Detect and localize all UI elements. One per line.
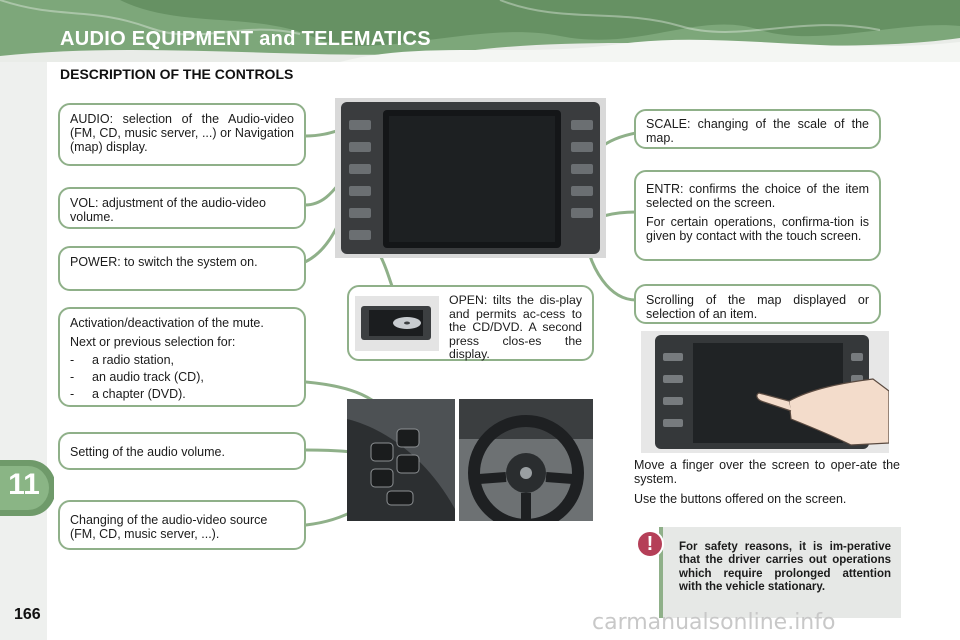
power-button-callout: POWER: to switch the system on.: [58, 246, 306, 291]
safety-warning-text: For safety reasons, it is im-perative th…: [679, 541, 891, 593]
audio-button-callout: AUDIO: selection of the Audio-video (FM,…: [58, 103, 306, 166]
source-description: Changing of the audio-video source (FM, …: [70, 513, 268, 541]
selection-list: -a radio station, -an audio track (CD), …: [70, 353, 294, 401]
watermark: carmanualsonline.info: [592, 610, 836, 635]
steering-wheel-image: [459, 399, 593, 521]
scale-description: SCALE: changing of the scale of the map.: [646, 117, 869, 145]
head-unit-image: [335, 98, 606, 258]
list-item: - an audio track (CD),: [70, 370, 294, 384]
page-title: AUDIO EQUIPMENT and TELEMATICS: [60, 28, 431, 50]
open-button-callout: OPEN: tilts the dis-play and permits ac-…: [347, 285, 594, 361]
chapter-tab: [0, 460, 54, 516]
mute-control-callout: Activation/deactivation of the mute. Nex…: [58, 307, 306, 407]
section-heading: DESCRIPTION OF THE CONTROLS: [60, 66, 294, 82]
header-banner: [0, 0, 960, 62]
entr-button-callout: ENTR: confirms the choice of the item se…: [634, 170, 881, 261]
audio-description: AUDIO: selection of the Audio-video (FM,…: [70, 112, 294, 154]
tilted-display-image: [355, 296, 439, 351]
warning-icon: !: [636, 530, 664, 558]
steering-controls-closeup-image: [347, 399, 455, 521]
power-description: POWER: to switch the system on.: [70, 255, 258, 269]
scale-button-callout: SCALE: changing of the scale of the map.: [634, 109, 881, 149]
volume-setting-callout: Setting of the audio volume.: [58, 432, 306, 470]
list-item-text: a chapter (DVD).: [92, 387, 186, 401]
touch-screen-caption: Move a finger over the screen to oper-at…: [634, 458, 900, 506]
chapter-number: 11: [8, 468, 40, 501]
vol-button-callout: VOL: adjustment of the audio-video volum…: [58, 187, 306, 229]
mute-description: Activation/deactivation of the mute.: [70, 316, 264, 330]
list-item: - a chapter (DVD).: [70, 387, 294, 401]
list-item-text: a radio station,: [92, 353, 174, 367]
volume-setting-description: Setting of the audio volume.: [70, 445, 225, 459]
list-item-text: an audio track (CD),: [92, 370, 204, 384]
touch-screen-image: [641, 331, 889, 453]
vol-description: VOL: adjustment of the audio-video volum…: [70, 196, 266, 224]
list-dash: -: [70, 353, 75, 367]
touch-instruction-1: Move a finger over the screen to oper-at…: [634, 458, 900, 487]
safety-warning: For safety reasons, it is im-perative th…: [659, 527, 901, 618]
next-previous-description: Next or previous selection for:: [70, 335, 236, 349]
page-number: 166: [14, 606, 41, 623]
left-margin-strip: [0, 62, 47, 640]
confirmation-description: For certain operations, confirma-tion is…: [646, 215, 869, 243]
entr-description: ENTR: confirms the choice of the item se…: [646, 182, 869, 210]
open-description: OPEN: tilts the dis-play and permits ac-…: [449, 293, 582, 362]
source-control-callout: Changing of the audio-video source (FM, …: [58, 500, 306, 550]
scroll-description: Scrolling of the map displayed or select…: [646, 293, 869, 321]
touch-instruction-2: Use the buttons offered on the screen.: [634, 491, 847, 506]
list-dash: -: [70, 370, 75, 384]
scroll-control-callout: Scrolling of the map displayed or select…: [634, 284, 881, 324]
list-dash: -: [70, 387, 75, 401]
list-item: - a radio station,: [70, 353, 294, 367]
